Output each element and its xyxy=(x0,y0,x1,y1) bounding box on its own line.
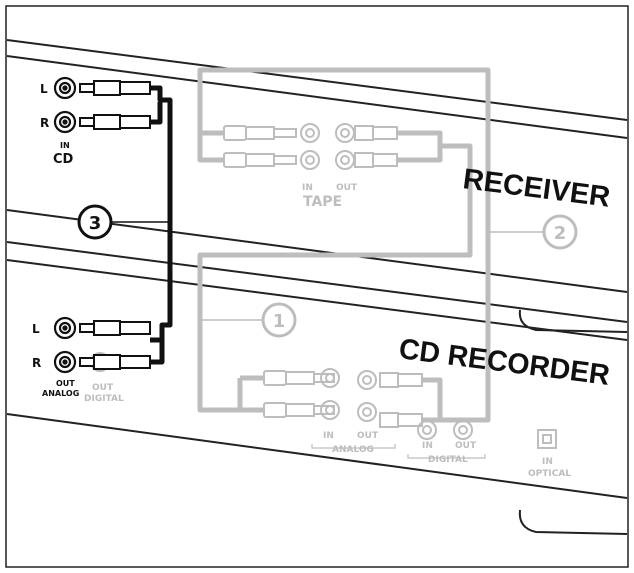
recorder-analog-in-label: IN xyxy=(323,431,334,441)
tape-in-label: IN xyxy=(302,183,313,193)
callout-1: 1 xyxy=(200,302,297,338)
recorder-left-label: L xyxy=(32,322,40,336)
recorder-digital-group-front-label: DIGITAL xyxy=(84,394,124,404)
recorder-digital-out-label: OUT xyxy=(92,383,114,393)
callout-2-number: 2 xyxy=(554,223,567,244)
cd-right-label: R xyxy=(40,116,49,130)
callout-3-number: 3 xyxy=(89,213,102,234)
cd-left-label: L xyxy=(40,82,48,96)
tape-group-label: TAPE xyxy=(303,194,342,210)
callout-2: 2 xyxy=(488,214,578,250)
digital-bracket xyxy=(407,454,486,459)
tape-out-label: OUT xyxy=(336,183,358,193)
receiver-title: RECEIVER xyxy=(461,163,612,214)
frame-border xyxy=(5,5,629,568)
receiver-foot xyxy=(518,309,628,333)
black-cable xyxy=(150,85,173,365)
recorder-digital-in-label: IN xyxy=(422,441,433,451)
analog-bracket xyxy=(311,444,396,449)
recorder-analog-out-label: OUT xyxy=(357,431,379,441)
receiver-tape-jacks xyxy=(300,123,355,170)
receiver-cd-plugs xyxy=(79,80,151,130)
callout-1-number: 1 xyxy=(273,311,286,332)
recorder-right-label: R xyxy=(32,356,41,370)
recorder-panel xyxy=(6,241,628,499)
callout-3: 3 xyxy=(77,204,170,240)
cd-source-label: CD xyxy=(53,152,74,167)
optical-in-label: IN xyxy=(542,457,553,467)
receiver-cd-jacks xyxy=(53,76,77,134)
recorder-analog-label: ANALOG xyxy=(42,389,79,398)
recorder-digital-out-label: OUT xyxy=(455,441,477,451)
receiver-tape-plugs xyxy=(223,125,398,168)
recorder-title: CD RECORDER xyxy=(397,333,611,392)
optical-label: OPTICAL xyxy=(528,469,571,479)
optical-connector xyxy=(537,429,557,449)
recorder-analog-plugs xyxy=(263,370,423,428)
recorder-out-label: OUT xyxy=(56,379,75,388)
recorder-analog-out-jacks xyxy=(53,316,77,374)
cd-in-label: IN xyxy=(60,141,70,150)
recorder-analog-out-plugs xyxy=(79,320,151,370)
recorder-analog-group-label: ANALOG xyxy=(332,445,374,455)
recorder-digital-group-label: DIGITAL xyxy=(428,455,468,465)
recorder-foot xyxy=(518,509,628,535)
recorder-back-jacks xyxy=(320,368,473,440)
